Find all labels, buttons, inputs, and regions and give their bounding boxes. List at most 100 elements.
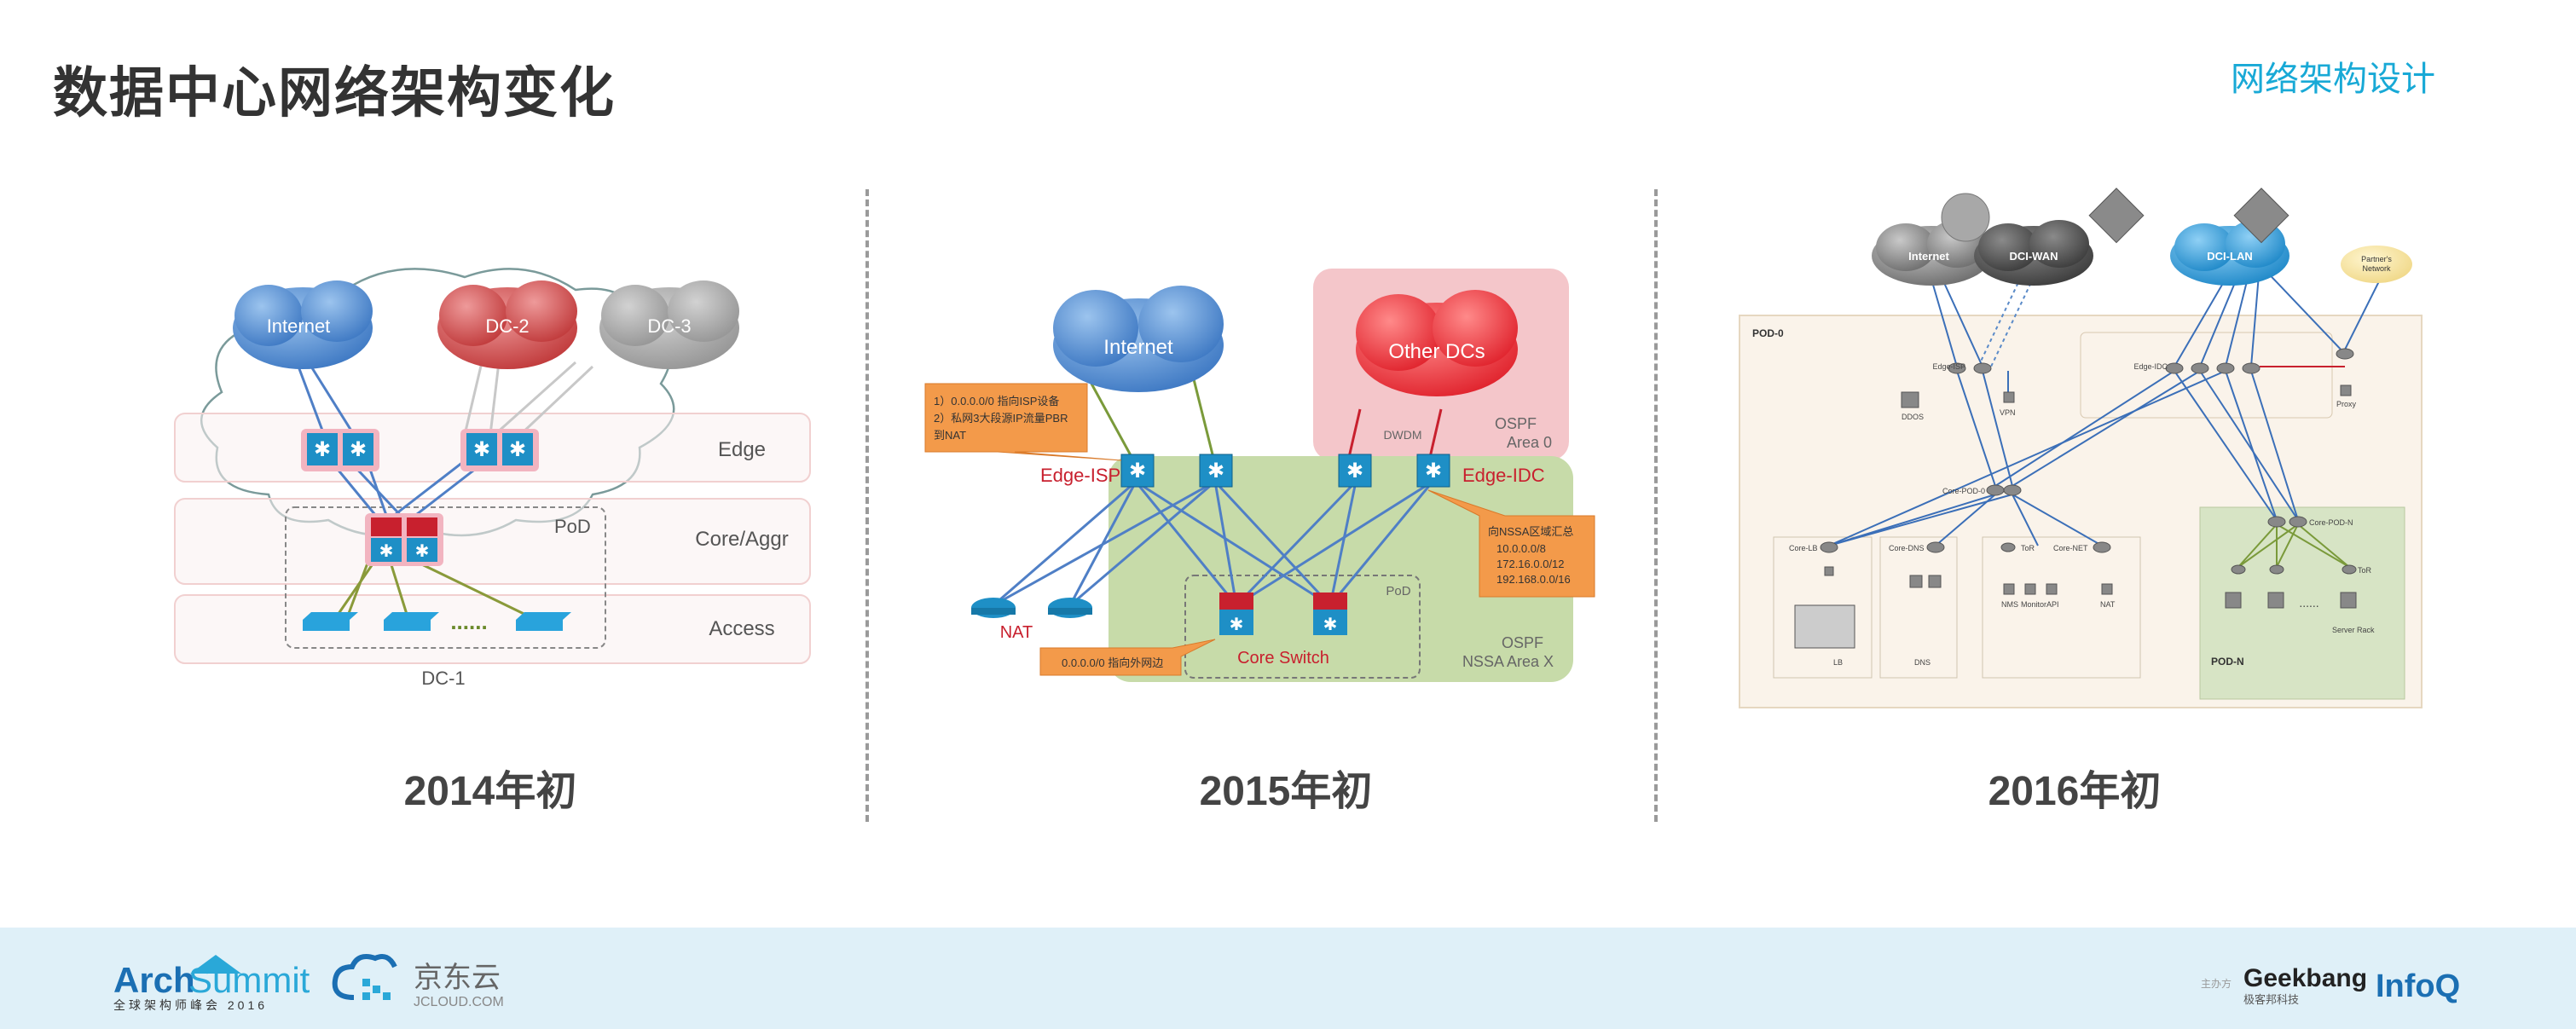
callout-nssa-title: 向NSSA区域汇总: [1488, 525, 1573, 538]
svg-text:✱: ✱: [350, 438, 367, 461]
sponsor-logos: 主办方 Geekbang 极客邦科技 InfoQ: [2201, 959, 2491, 1019]
cloud-dci-wan-label: DCI-WAN: [2009, 250, 2058, 263]
lb-group: [1773, 536, 1873, 679]
tor-label: ToR: [2021, 544, 2035, 552]
cloud-dc2-label: DC-2: [485, 315, 529, 337]
links-dc: [463, 361, 594, 436]
cloud-internet-2015-label: Internet: [1103, 336, 1173, 359]
svg-text:✱: ✱: [415, 542, 430, 561]
nat-label: NAT: [1000, 623, 1033, 642]
jd-pixel-icon: [362, 979, 391, 1000]
svg-text:✱: ✱: [379, 542, 394, 561]
cloud-dc2: DC-2: [437, 280, 577, 369]
partner-label-1: Partner's: [2361, 255, 2392, 263]
cloud-dci-wan: DCI-WAN: [1974, 188, 2145, 286]
summit-text: Summit: [188, 960, 310, 1000]
callout-isp-line1: 1）0.0.0.0/0 指向ISP设备: [934, 395, 1059, 408]
service-group: [1982, 536, 2141, 679]
cloud-other-dcs: Other DCs: [1356, 290, 1518, 396]
diagram-2015: OSPF Area 0 OSPF NSSA Area X PoD DWDM In…: [912, 162, 1612, 716]
divider-left: [865, 189, 869, 822]
pod0-label: POD-0: [1752, 327, 1784, 339]
callout-isp: 1）0.0.0.0/0 指向ISP设备 2）私网3大段源IP流量PBR 到NAT: [924, 383, 1122, 461]
nssa-label-1: OSPF: [1502, 634, 1543, 651]
access-dots: ......: [450, 609, 487, 634]
monitor-label: Monitor: [2021, 600, 2046, 609]
cloud-internet-2016: Internet: [1872, 193, 1991, 286]
svg-text:✱: ✱: [509, 438, 526, 461]
layer-band-core: [174, 498, 811, 585]
footer-bar: [0, 928, 2576, 1029]
core-switches-2015: ✱ ✱: [1219, 593, 1347, 635]
area0-label-2: Area 0: [1507, 434, 1552, 451]
nat-routers: [971, 598, 1092, 618]
cloud-partner: Partner's Network: [2341, 246, 2412, 283]
diagram-2014-svg: Edge Core/Aggr Access PoD DC-1 Internet …: [174, 268, 811, 689]
layer-label-core: Core/Aggr: [695, 528, 788, 551]
cloud-other-dcs-label: Other DCs: [1388, 340, 1485, 363]
cloud-dci-lan-label: DCI-LAN: [2207, 250, 2252, 263]
pod-box: [285, 506, 606, 649]
year-2014: 2014年初: [403, 769, 577, 814]
links-mesh-2015: [993, 480, 1434, 607]
core-lb-label: Core-LB: [1789, 544, 1818, 552]
svg-text:✱: ✱: [1129, 460, 1146, 483]
callout-nssa-item-1: 10.0.0.0/8: [1496, 542, 1546, 555]
cloud-dci-lan: DCI-LAN: [2170, 188, 2289, 286]
dns-group: [1879, 536, 1958, 679]
edge-isp-label: Edge-ISP: [1040, 465, 1120, 486]
callout-isp-line2: 2）私网3大段源IP流量PBR: [934, 412, 1068, 425]
cloud-dc3-label: DC-3: [647, 315, 691, 337]
core-dns-label: Core-DNS: [1889, 544, 1925, 552]
core-switch-label: Core Switch: [1237, 649, 1329, 668]
dc1-label: DC-1: [421, 668, 465, 689]
callout-nssa-item-2: 172.16.0.0/12: [1496, 558, 1565, 570]
geekbang-sub: 极客邦科技: [2243, 993, 2299, 1006]
edge-switch-right: ✱✱: [460, 429, 539, 471]
dwdm-label: DWDM: [1383, 428, 1421, 442]
edge-devices-2016: [1901, 348, 2354, 528]
nssa-label-2: NSSA Area X: [1462, 653, 1554, 670]
podn-label: POD-N: [2211, 656, 2244, 668]
jd-domain: JCLOUD.COM: [414, 995, 504, 1009]
cloud-internet-2015: Internet: [1053, 286, 1224, 392]
core-switch: ✱✱: [365, 513, 443, 566]
edge-isp-2016-label: Edge-ISP: [1932, 362, 1965, 371]
cloud-internet: Internet: [233, 280, 373, 369]
svg-text:✱: ✱: [473, 438, 490, 461]
edge-idc-label: Edge-IDC: [1462, 465, 1545, 486]
jd-name: 京东云: [414, 962, 501, 994]
archsummit-mountain-icon: [190, 955, 241, 974]
svg-text:✱: ✱: [1425, 460, 1442, 483]
access-switches: [303, 612, 571, 631]
cloud-dc3: DC-3: [599, 280, 739, 369]
cloud-internet-label: Internet: [267, 315, 331, 337]
diagram-2015-svg: OSPF Area 0 OSPF NSSA Area X PoD DWDM In…: [924, 269, 1595, 682]
svg-text:✱: ✱: [314, 438, 331, 461]
arch-text: Arch: [113, 960, 195, 1000]
edge-isp-switches: ✱ ✱: [1120, 454, 1233, 488]
core-net-label: Core-NET: [2053, 544, 2088, 552]
nms-label: NMS: [2001, 600, 2018, 609]
podn-dots: ......: [2299, 596, 2318, 610]
callout-nssa-item-3: 192.168.0.0/16: [1496, 573, 1571, 586]
links-green-2015: [1090, 379, 1217, 465]
links-podn: [2237, 523, 2350, 568]
archsummit-logo-svg: Arch Summit 全球架构师峰会 2016: [113, 955, 310, 1012]
archsummit-logo: Arch Summit 全球架构师峰会 2016: [113, 948, 310, 1020]
server-rack-label: Server Rack: [2332, 626, 2375, 634]
svg-text:✱: ✱: [1346, 460, 1363, 483]
cloud-internet-2016-label: Internet: [1908, 250, 1949, 263]
jdcloud-logo-svg: 京东云 JCLOUD.COM: [332, 954, 504, 1009]
edge-switch-left: ✱✱: [301, 429, 379, 471]
nat-2016-label: NAT: [2100, 600, 2116, 609]
service-devices: [1794, 541, 2357, 649]
pod-label: PoD: [554, 516, 591, 537]
tor-n-label: ToR: [2358, 566, 2372, 575]
diagram-2016: POD-0 POD-N Internet DCI-WAN: [1731, 162, 2456, 716]
diagram-2014: Edge Core/Aggr Access PoD DC-1 Internet …: [166, 162, 823, 716]
infoq-text: InfoQ: [2376, 968, 2460, 1004]
api-label: API: [2046, 600, 2059, 609]
pod-label-2015: PoD: [1386, 584, 1410, 598]
pod-box-2015: [1184, 575, 1421, 679]
